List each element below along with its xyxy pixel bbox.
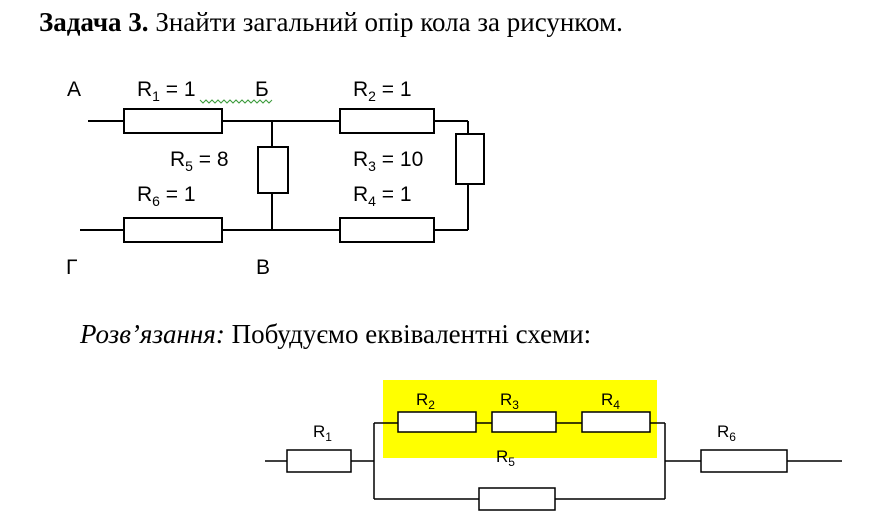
eq-r4-label: R4 [601, 390, 620, 412]
equivalent-circuit [265, 411, 842, 511]
task-text: Знайти загальний опір кола за рисунком. [148, 7, 623, 37]
spellcheck-underline [199, 99, 273, 104]
r4-label: R4 = 1 [353, 183, 412, 209]
resistor-r3 [455, 133, 485, 185]
task-statement: Задача 3. Знайти загальний опір кола за … [39, 6, 623, 38]
node-v-label: В [256, 256, 270, 279]
eq-r5-label: R5 [496, 447, 515, 469]
resistor-r4 [339, 217, 435, 243]
resistor-r1 [123, 108, 223, 134]
resistor-r5 [257, 146, 289, 194]
eq-r6-label: R6 [717, 422, 736, 444]
eq-resistor-r1 [286, 449, 352, 473]
original-circuit [80, 99, 485, 243]
eq-resistor-r6 [700, 449, 788, 473]
task-heading: Задача 3. [39, 7, 149, 37]
solution-text: Побудуємо еквівалентні схеми: [224, 319, 592, 349]
resistor-r6 [123, 217, 223, 243]
r3-label: R3 = 10 [353, 148, 423, 174]
eq-r2-label: R2 [416, 390, 435, 412]
node-a-label: А [67, 78, 81, 101]
r2-label: R2 = 1 [353, 78, 412, 104]
solution-statement: Розв’язання: Побудуємо еквівалентні схем… [80, 318, 591, 350]
eq-resistor-r2 [397, 411, 477, 433]
eq-resistor-r3 [491, 411, 557, 433]
r1-label: R1 = 1 [137, 78, 196, 104]
node-b-label: Б [255, 78, 269, 101]
eq-r1-label: R1 [313, 422, 332, 444]
r5-label: R5 = 8 [170, 148, 229, 174]
r6-label: R6 = 1 [137, 183, 196, 209]
eq-r3-label: R3 [500, 390, 519, 412]
resistor-r2 [339, 108, 435, 134]
eq-resistor-r5 [478, 487, 556, 511]
eq-resistor-r4 [581, 411, 651, 433]
node-g-label: Г [66, 256, 77, 279]
solution-label: Розв’язання: [80, 319, 225, 349]
